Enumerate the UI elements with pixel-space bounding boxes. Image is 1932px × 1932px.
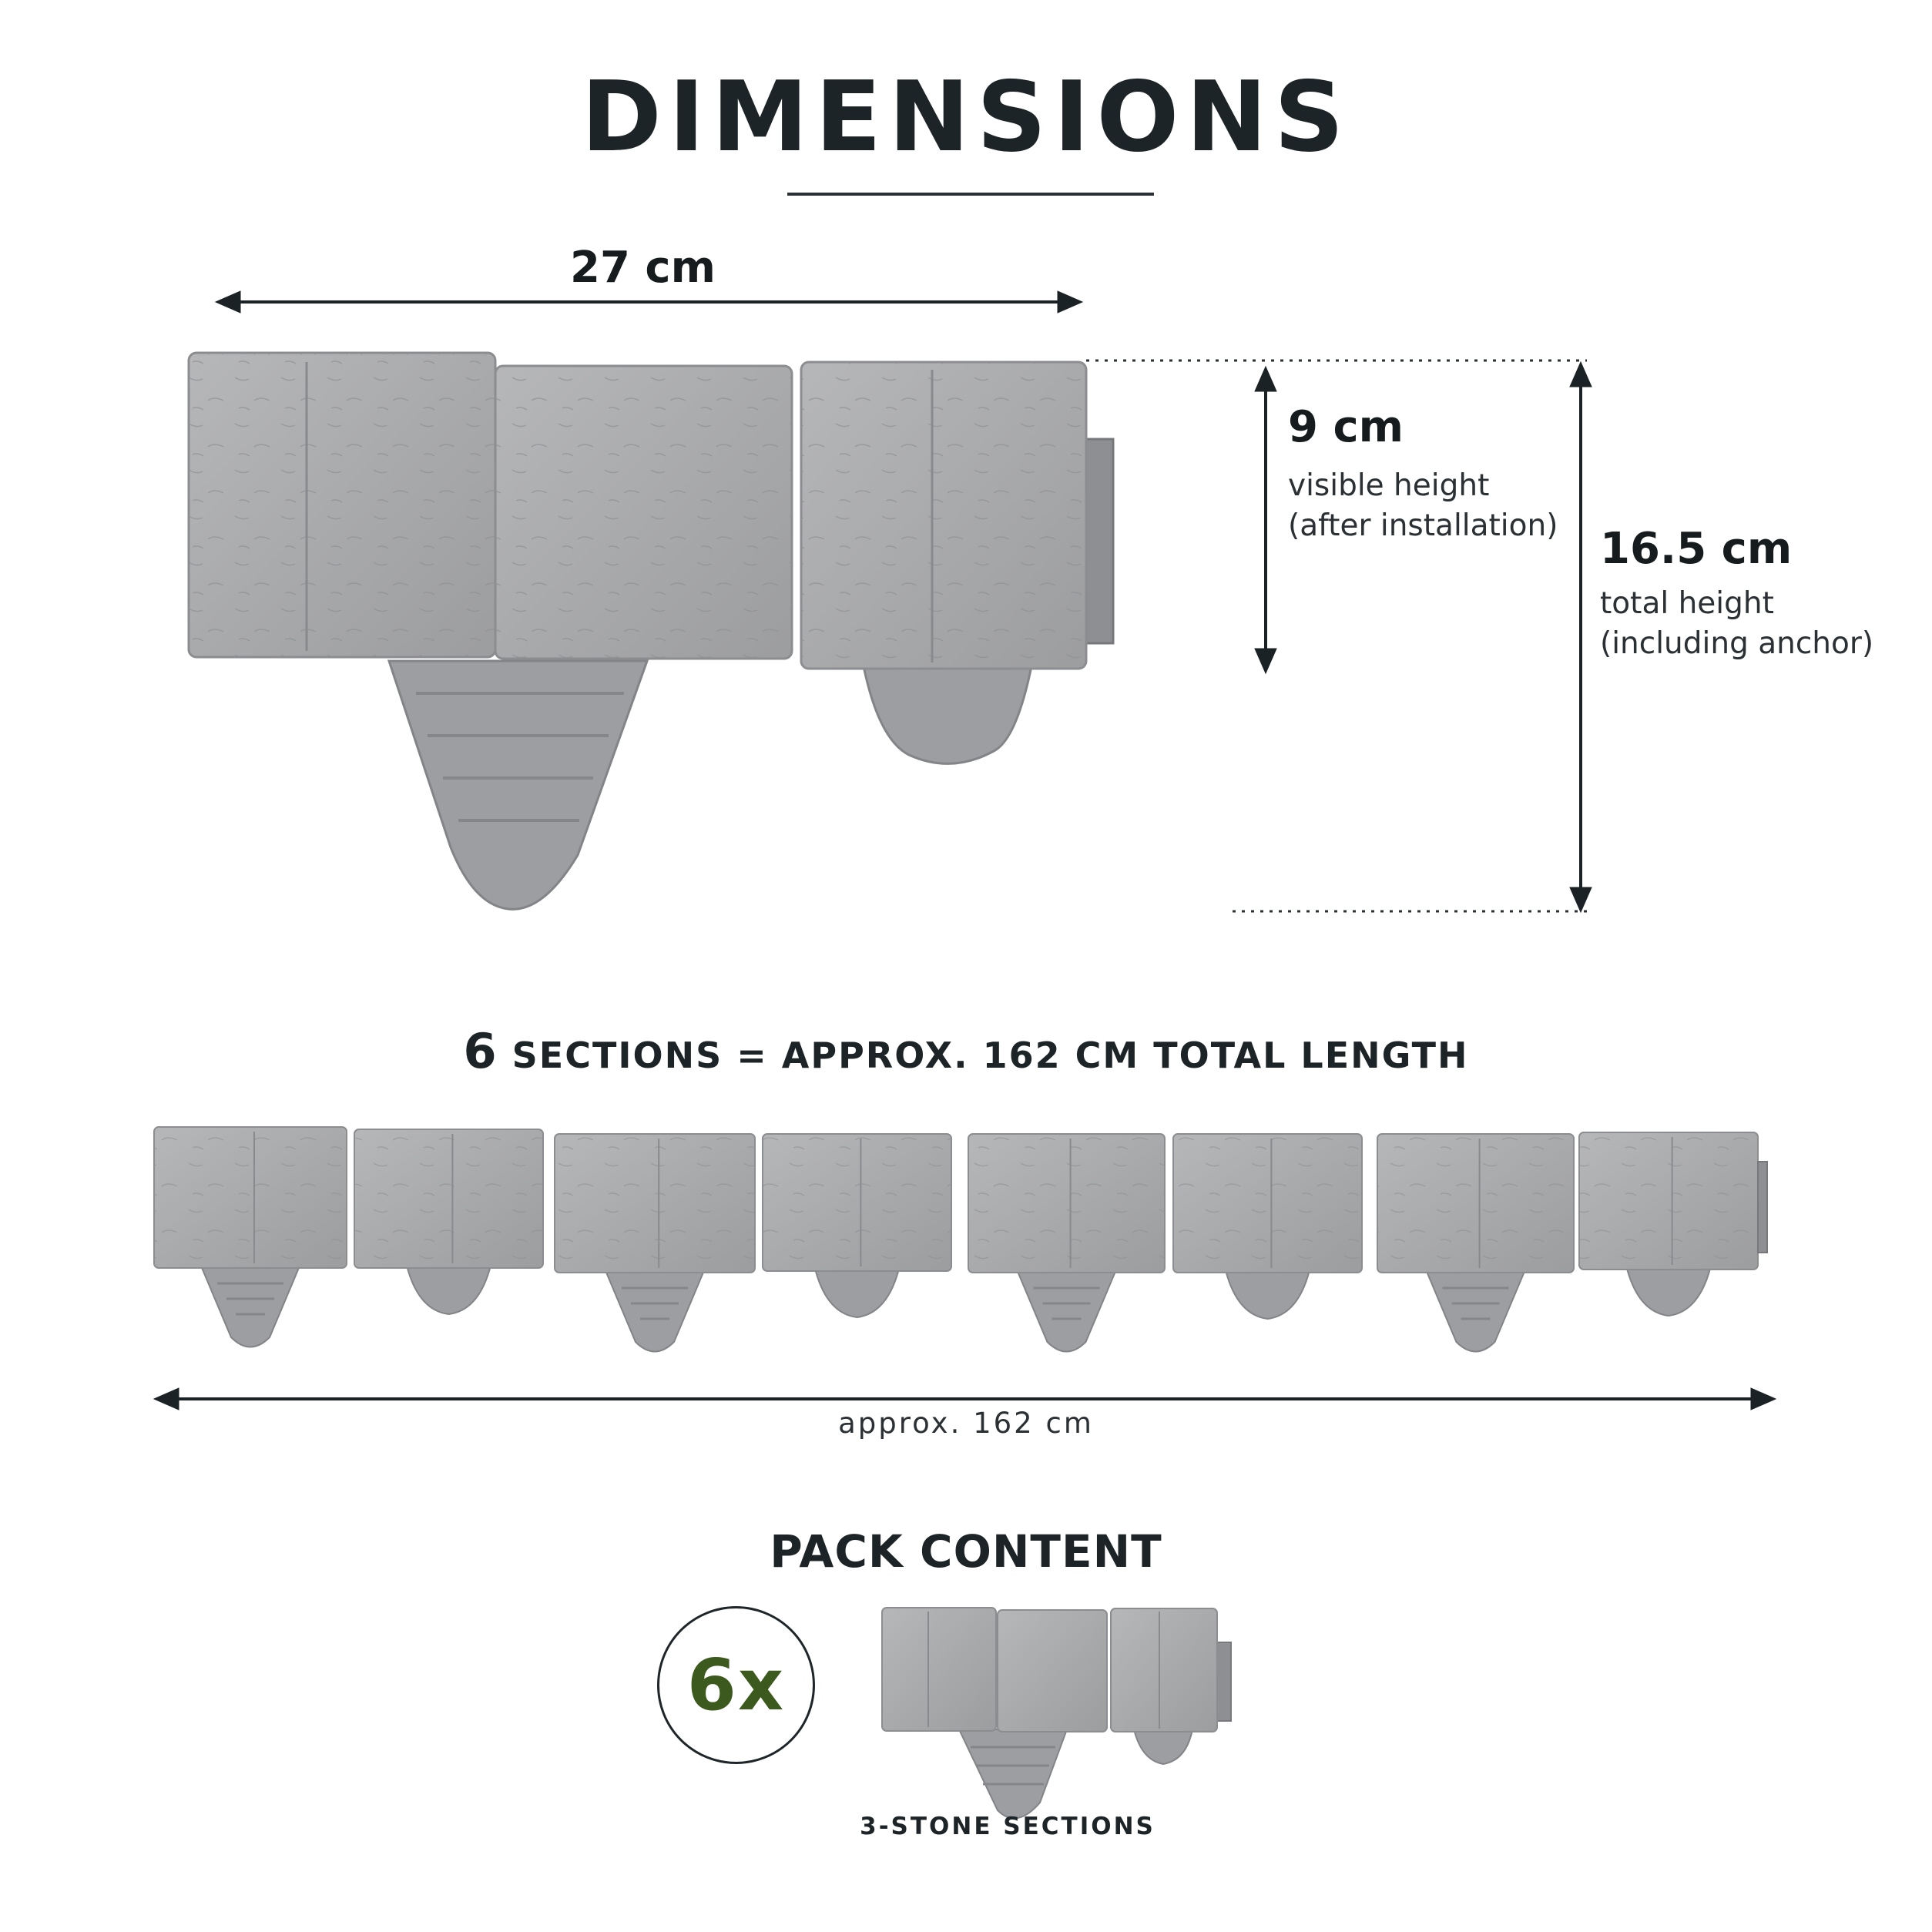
row-stone-block — [762, 1133, 952, 1319]
row-stone-block — [1172, 1133, 1363, 1320]
width-value: 27 cm — [570, 243, 716, 293]
row-connector-plate — [1757, 1161, 1768, 1253]
pack-heading: PACK CONTENT — [770, 1525, 1162, 1578]
sections-heading: 6 SECTIONS = APPROX. 162 CM TOTAL LENGTH — [0, 1023, 1932, 1079]
row-stone-block — [554, 1133, 756, 1353]
total-height-arrow — [1569, 361, 1592, 914]
visible-height-note-2: (after installation) — [1288, 508, 1558, 543]
six-sections-row-illustration — [153, 1126, 1768, 1353]
pack-item-illustration — [881, 1607, 1232, 1820]
total-length-arrow — [153, 1387, 1777, 1410]
pack-count: 6x — [686, 1644, 786, 1726]
row-stone-block — [1377, 1133, 1575, 1353]
pack-count-badge: 6x — [657, 1606, 815, 1764]
total-height-value: 16.5 cm — [1600, 524, 1793, 574]
title-underline — [787, 193, 1154, 196]
page-title: DIMENSIONS — [581, 60, 1351, 173]
row-stone-block — [153, 1126, 347, 1348]
visible-height-value: 9 cm — [1288, 402, 1404, 452]
total-height-note-1: total height — [1600, 586, 1774, 621]
row-stone-block — [354, 1129, 544, 1316]
sections-count: 6 — [463, 1023, 498, 1079]
sections-heading-text: SECTIONS = APPROX. 162 CM TOTAL LENGTH — [512, 1035, 1469, 1076]
total-length-label: approx. 162 cm — [838, 1407, 1094, 1440]
anchor-triangle-large — [387, 659, 649, 911]
pack-item-caption: 3-STONE SECTIONS — [860, 1813, 1156, 1840]
single-section-illustration — [187, 351, 1115, 911]
visible-height-arrow — [1254, 365, 1277, 675]
anchor-round-small — [861, 661, 1034, 765]
width-dimension-arrow — [214, 290, 1084, 314]
row-stone-block — [1578, 1132, 1759, 1317]
row-stone-block — [968, 1133, 1166, 1353]
total-height-note-2: (including anchor) — [1600, 626, 1874, 661]
visible-height-note-1: visible height — [1288, 468, 1490, 503]
